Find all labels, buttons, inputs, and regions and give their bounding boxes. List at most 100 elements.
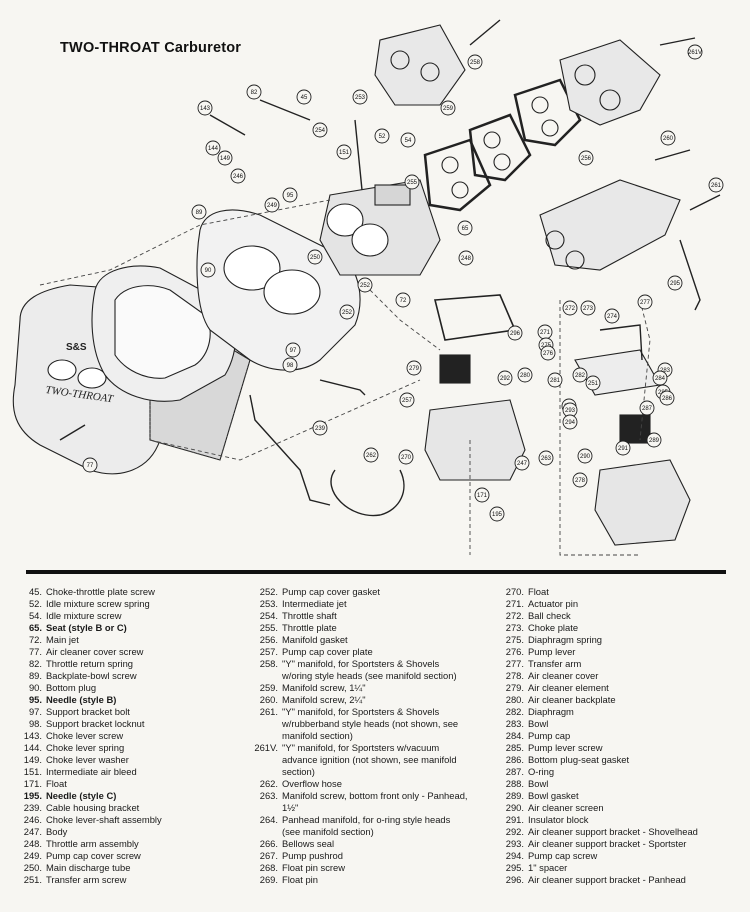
- legend-item-text: Main discharge tube: [46, 862, 131, 873]
- callout-bubble: [659, 390, 675, 406]
- legend-item-text: Support bracket bolt: [46, 706, 130, 717]
- legend-item-number: 270.: [505, 586, 524, 597]
- legend-item-continuation: w/rubberband style heads (not shown, see…: [282, 718, 459, 741]
- legend-item-continuation: w/oring style heads (see manifold sectio…: [282, 670, 457, 681]
- legend-item-text: Float pin: [282, 874, 318, 885]
- callout-bubble: [467, 54, 483, 70]
- legend-item-text: Manifold screw, bottom front only - Panh…: [282, 790, 468, 801]
- callout-bubble: [282, 187, 298, 203]
- legend-item: 287.O-ring: [496, 766, 736, 778]
- legend-item-number: 256.: [259, 634, 278, 645]
- legend-item-text: Diaphragm: [528, 706, 574, 717]
- legend-item-text: Air cleaner screen: [528, 802, 604, 813]
- legend-item-text: Seat (style B or C): [46, 622, 127, 633]
- legend-item-text: Bowl: [528, 778, 549, 789]
- legend-item-text: Idle mixture screw spring: [46, 598, 150, 609]
- callout-number: 263: [541, 456, 552, 462]
- legend-item-continuation: (see manifold section): [282, 826, 374, 837]
- legend-item-number: 293.: [505, 838, 524, 849]
- legend-item-text: Throttle shaft: [282, 610, 337, 621]
- legend-item: 293.Air cleaner support bracket - Sports…: [496, 838, 736, 850]
- callout-bubble: [307, 249, 323, 265]
- callout-bubble: [399, 392, 415, 408]
- legend-item-number: 171.: [23, 778, 42, 789]
- legend-item-number: 72.: [28, 634, 42, 645]
- callout-number: 271: [540, 330, 551, 336]
- callout-number: 151: [339, 150, 350, 156]
- legend-item: 151.Intermediate air bleed: [14, 766, 229, 778]
- callout-bubble: [577, 448, 593, 464]
- legend-item-text: Pump cap screw: [528, 850, 598, 861]
- callout-number: 261V: [688, 50, 702, 56]
- callout-number: 52: [379, 134, 386, 140]
- callout-number: 280: [520, 373, 531, 379]
- callout-number: 295: [670, 281, 681, 287]
- legend-item-number: 263.: [259, 790, 278, 801]
- callout-bubble: [336, 144, 352, 160]
- legend-item: 65.Seat (style B or C): [14, 622, 229, 634]
- legend-item-text: Pump lever screw: [528, 742, 603, 753]
- divider-rule: [26, 570, 726, 574]
- legend-item-text: Cable housing bracket: [46, 802, 140, 813]
- legend-item-number: 249.: [23, 850, 42, 861]
- legend-item-number: 262.: [259, 778, 278, 789]
- legend-item-number: 271.: [505, 598, 524, 609]
- legend-item-text: Choke lever washer: [46, 754, 129, 765]
- legend-item-number: 283.: [505, 718, 524, 729]
- legend-item-text: Float: [528, 586, 549, 597]
- legend-item-number: 260.: [259, 694, 278, 705]
- carburetor-body-illustration: [319, 179, 441, 276]
- legend-item: 280.Air cleaner backplate: [496, 694, 736, 706]
- legend-item-text: O-ring: [528, 766, 555, 777]
- callout-number: 274: [607, 314, 618, 320]
- callout-bubble: [82, 457, 98, 473]
- legend-item: 89.Backplate-bowl screw: [14, 670, 229, 682]
- legend-item-text: Air cleaner support bracket - Shovelhead: [528, 826, 698, 837]
- callout-number: 261: [711, 183, 722, 189]
- callout-bubble: [458, 250, 474, 266]
- legend-item-text: Backplate-bowl screw: [46, 670, 137, 681]
- callout-number: 248: [461, 256, 472, 262]
- callout-bubble: [540, 345, 556, 361]
- callout-bubble: [687, 44, 703, 60]
- legend-item-number: 258.: [259, 658, 278, 669]
- legend-item-text: Manifold gasket: [282, 634, 348, 645]
- legend-item-text: Air cleaner support bracket - Panhead: [528, 874, 686, 885]
- legend-item-number: 284.: [505, 730, 524, 741]
- legend-item: 239.Cable housing bracket: [14, 802, 229, 814]
- legend-item: 282.Diaphragm: [496, 706, 736, 718]
- legend-item-text: Bottom plug-seat gasket: [528, 754, 630, 765]
- callout-number: 171: [477, 493, 488, 499]
- legend-item-text: Choke plate: [528, 622, 579, 633]
- legend-item-text: Choke-throttle plate screw: [46, 586, 155, 597]
- legend-item: 267.Pump pushrod: [250, 850, 488, 862]
- legend-item-text: Air cleaner backplate: [528, 694, 616, 705]
- callout-number: 259: [443, 106, 454, 112]
- legend-item-number: 291.: [505, 814, 524, 825]
- legend-item: 291.Insulator block: [496, 814, 736, 826]
- legend-item-number: 250.: [23, 862, 42, 873]
- legend-item-number: 52.: [28, 598, 42, 609]
- legend-item-text: Throttle return spring: [46, 658, 134, 669]
- callout-bubble: [197, 100, 213, 116]
- callout-bubble: [205, 140, 221, 156]
- callout-bubble: [363, 447, 379, 463]
- legend-item-number: 246.: [23, 814, 42, 825]
- legend-item: 277.Transfer arm: [496, 658, 736, 670]
- callout-bubble: [538, 450, 554, 466]
- callout-number: 296: [510, 331, 521, 337]
- callout-bubble: [646, 432, 662, 448]
- legend-item: 288.Bowl: [496, 778, 736, 790]
- air-cleaner-backplate-illustration: [196, 209, 361, 371]
- legend-item-text: Intermediate air bleed: [46, 766, 137, 777]
- callout-bubble: [615, 440, 631, 456]
- callout-bubble: [660, 130, 676, 146]
- legend-item: 268.Float pin screw: [250, 862, 488, 874]
- legend-item-number: 54.: [28, 610, 42, 621]
- callout-bubble: [474, 487, 490, 503]
- callout-number: 251: [588, 381, 599, 387]
- legend-item-number: 275.: [505, 634, 524, 645]
- legend-item-number: 286.: [505, 754, 524, 765]
- legend-item: 295.1" spacer: [496, 862, 736, 874]
